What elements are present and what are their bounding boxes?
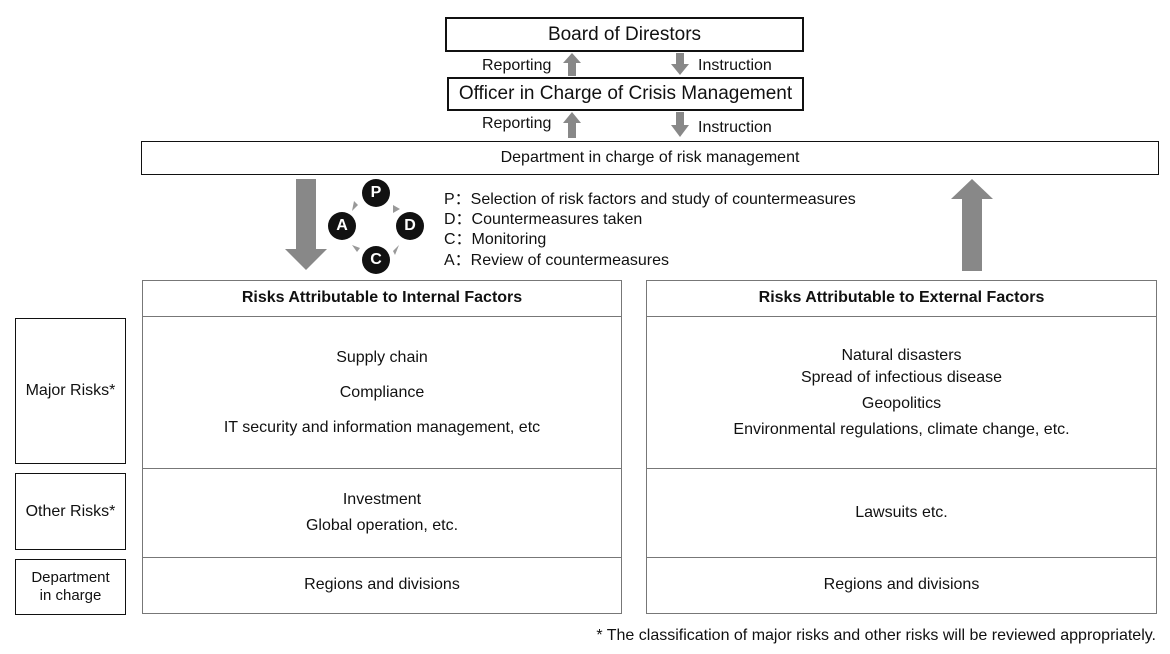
pdca-d-circle: D — [396, 212, 424, 240]
row-label-department-line2: in charge — [39, 587, 102, 604]
internal-major-item: IT security and information management, … — [223, 419, 541, 436]
external-department-text: Regions and divisions — [823, 576, 980, 594]
instruction-arrow-down-1 — [671, 53, 689, 75]
footnote: * The classification of major risks and … — [596, 627, 1156, 644]
big-up-arrow — [951, 179, 993, 271]
officer-label: Officer in Charge of Crisis Management — [458, 83, 793, 104]
external-header: Risks Attributable to External Factors — [647, 281, 1156, 317]
pdca-legend-p: P：Selection of risk factors and study of… — [444, 191, 856, 208]
internal-department-cell: Regions and divisions — [143, 558, 621, 613]
internal-factors-table: Risks Attributable to Internal Factors S… — [142, 280, 622, 614]
pdca-c-circle: C — [362, 246, 390, 274]
internal-major-cell: Supply chain Compliance IT security and … — [143, 317, 621, 469]
row-label-other-risks: Other Risks* — [15, 473, 126, 550]
reporting-arrow-up-2 — [563, 112, 581, 138]
pdca-p-circle: P — [362, 179, 390, 207]
internal-other-cell: Investment Global operation, etc. — [143, 469, 621, 558]
internal-major-item: Supply chain — [336, 349, 428, 366]
internal-other-item: Investment — [342, 491, 422, 508]
internal-header-text: Risks Attributable to Internal Factors — [241, 289, 523, 307]
risk-department-box: Department in charge of risk management — [141, 141, 1159, 175]
external-major-cell: Natural disasters Spread of infectious d… — [647, 317, 1156, 469]
external-header-text: Risks Attributable to External Factors — [758, 289, 1045, 307]
internal-other-item: Global operation, etc. — [305, 517, 459, 534]
pdca-legend-c: C：Monitoring — [444, 231, 547, 248]
external-other-cell: Lawsuits etc. — [647, 469, 1156, 558]
officer-box: Officer in Charge of Crisis Management — [447, 77, 804, 111]
external-department-cell: Regions and divisions — [647, 558, 1156, 613]
external-major-item: Spread of infectious disease — [800, 368, 1002, 386]
row-label-department: Department in charge — [15, 559, 126, 615]
pdca-legend-d: D：Countermeasures taken — [444, 211, 643, 228]
internal-department-text: Regions and divisions — [304, 576, 460, 594]
external-factors-table: Risks Attributable to External Factors N… — [646, 280, 1157, 614]
reporting-label-2: Reporting — [482, 115, 552, 132]
instruction-label-1: Instruction — [698, 57, 772, 74]
reporting-label-1: Reporting — [482, 57, 552, 74]
board-of-directors-label: Board of Direstors — [547, 23, 702, 45]
row-label-major-text: Major Risks* — [25, 382, 116, 399]
row-label-department-line1: Department — [31, 569, 110, 586]
row-label-other-text: Other Risks* — [25, 502, 116, 520]
external-major-item: Geopolitics — [861, 394, 942, 412]
big-down-arrow — [285, 179, 327, 270]
pdca-legend-a: A：Review of countermeasures — [444, 252, 669, 269]
reporting-arrow-up-1 — [563, 53, 581, 76]
risk-department-label: Department in charge of risk management — [500, 149, 800, 166]
row-label-major-risks: Major Risks* — [15, 318, 126, 464]
pdca-cycle-arrows — [352, 201, 400, 255]
external-major-item: Environmental regulations, climate chang… — [733, 420, 1070, 438]
external-other-item: Lawsuits etc. — [855, 503, 948, 521]
instruction-label-2: Instruction — [698, 119, 772, 136]
external-major-item: Natural disasters — [841, 346, 962, 364]
board-of-directors-box: Board of Direstors — [445, 17, 804, 52]
pdca-a-circle: A — [328, 212, 356, 240]
instruction-arrow-down-2 — [671, 112, 689, 137]
internal-header: Risks Attributable to Internal Factors — [143, 281, 621, 317]
internal-major-item: Compliance — [339, 384, 425, 401]
